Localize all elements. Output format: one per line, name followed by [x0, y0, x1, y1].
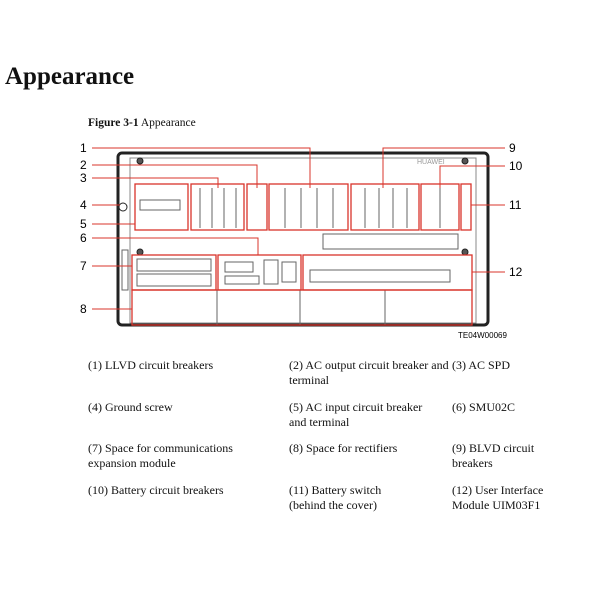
svg-text:4: 4 [80, 198, 87, 212]
breaker-poles [136, 188, 459, 325]
legend-item: (5) AC input circuit breaker and termina… [289, 400, 423, 429]
svg-text:6: 6 [80, 231, 87, 245]
legend-item: (7) Space for communications expansion m… [88, 441, 233, 470]
svg-text:5: 5 [80, 217, 87, 231]
highlight-boxes [131, 183, 473, 326]
svg-text:10: 10 [509, 159, 523, 173]
legend-item: (6) SMU02C [452, 400, 516, 414]
svg-text:9: 9 [509, 141, 516, 155]
svg-text:1: 1 [80, 141, 87, 155]
section-heading: Appearance [5, 63, 135, 90]
brand-logo: HUAWEI [417, 159, 445, 166]
callout-numbers: 1 2 3 4 5 6 7 8 9 10 11 12 [80, 141, 523, 316]
figure-id: TE04W00069 [458, 331, 507, 340]
legend-item: (9) BLVD circuit breakers [452, 441, 535, 470]
ground-screw [118, 202, 128, 212]
svg-text:12: 12 [509, 265, 523, 279]
leader-lines [92, 147, 505, 310]
legend-item: (12) User Interface Module UIM03F1 [452, 483, 544, 512]
svg-text:7: 7 [80, 259, 87, 273]
legend-item: (1) LLVD circuit breakers [88, 358, 214, 372]
svg-text:3: 3 [80, 171, 87, 185]
svg-text:8: 8 [80, 302, 87, 316]
svg-text:2: 2 [80, 158, 87, 172]
figure-caption: Figure 3-1 Appearance [88, 117, 196, 129]
legend-item: (3) AC SPD [452, 358, 511, 372]
legend-item: (10) Battery circuit breakers [88, 483, 224, 497]
legend-item: (4) Ground screw [88, 400, 173, 414]
svg-text:11: 11 [509, 198, 522, 212]
chassis [116, 151, 490, 327]
legend-item: (11) Battery switch (behind the cover) [289, 483, 382, 512]
legend-item: (8) Space for rectifiers [289, 441, 398, 455]
legend-item: (2) AC output circuit breaker and termin… [289, 358, 449, 387]
